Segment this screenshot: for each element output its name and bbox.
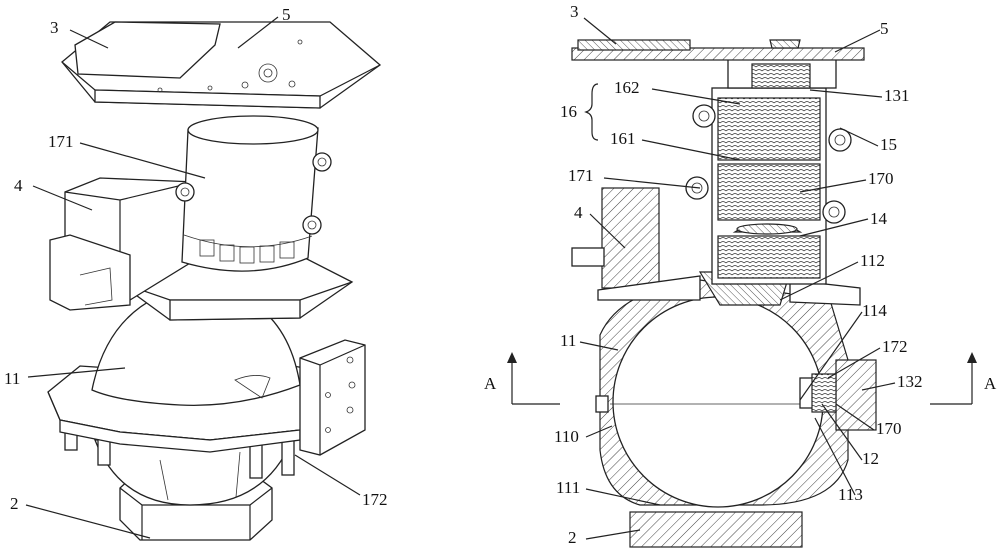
label-14: 14 xyxy=(870,209,888,228)
label-161: 161 xyxy=(610,129,636,148)
section-top-plate-5 xyxy=(571,47,865,61)
label-113: 113 xyxy=(838,485,863,504)
leader-lines xyxy=(25,16,896,540)
label-11: 11 xyxy=(560,331,576,350)
label-162: 162 xyxy=(614,78,640,97)
side-bracket-172 xyxy=(299,339,366,456)
section-line-a-a xyxy=(507,352,977,405)
label-12: 12 xyxy=(862,449,879,468)
motor-cylinder-171 xyxy=(175,115,332,272)
left-labels: 3 5 171 4 11 2 172 xyxy=(4,5,388,513)
label-15: 15 xyxy=(880,135,897,154)
right-section-view xyxy=(507,39,977,548)
label-4: 4 xyxy=(14,176,23,195)
right-labels: 3 5 16 162 131 15 161 171 170 4 14 112 1… xyxy=(484,2,997,547)
label-5: 5 xyxy=(880,19,889,38)
label-2: 2 xyxy=(568,528,577,547)
label-3: 3 xyxy=(570,2,579,21)
label-4: 4 xyxy=(574,203,583,222)
label-111: 111 xyxy=(556,478,580,497)
label-171: 171 xyxy=(48,132,74,151)
section-board-3 xyxy=(577,39,691,51)
label-114: 114 xyxy=(862,301,887,320)
cylinder-vents xyxy=(199,239,295,264)
label-172: 172 xyxy=(882,337,908,356)
label-170: 170 xyxy=(876,419,902,438)
label-16: 16 xyxy=(560,102,577,121)
lower-shell xyxy=(94,439,293,506)
section-ball-11 xyxy=(612,296,824,508)
label-A-left: A xyxy=(484,374,497,393)
label-5: 5 xyxy=(282,5,291,24)
side-block-4 xyxy=(49,177,196,311)
label-170: 170 xyxy=(868,169,894,188)
label-112: 112 xyxy=(860,251,885,270)
circuit-board-3 xyxy=(74,21,221,79)
label-172: 172 xyxy=(362,490,388,509)
section-base-2 xyxy=(629,511,803,548)
label-11: 11 xyxy=(4,369,20,388)
label-132: 132 xyxy=(897,372,923,391)
label-A-right: A xyxy=(984,374,997,393)
label-2: 2 xyxy=(10,494,19,513)
label-171: 171 xyxy=(568,166,594,185)
section-coil-stack xyxy=(685,57,852,285)
label-131: 131 xyxy=(884,86,910,105)
section-block-4 xyxy=(571,187,861,306)
left-isometric-view xyxy=(47,21,382,541)
label-3: 3 xyxy=(50,18,59,37)
label-110: 110 xyxy=(554,427,579,446)
